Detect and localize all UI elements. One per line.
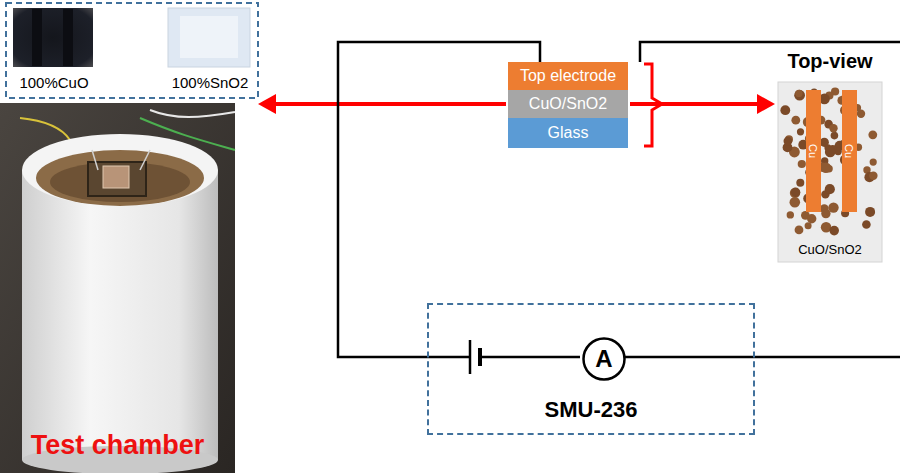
particle xyxy=(791,188,800,197)
particle xyxy=(794,90,805,101)
node-label: Cu xyxy=(808,144,820,158)
node-label: Glass xyxy=(548,124,589,142)
chamber-inside xyxy=(36,150,204,206)
particle xyxy=(791,116,800,125)
wire xyxy=(480,356,580,359)
particle xyxy=(865,207,875,217)
particle xyxy=(796,179,804,187)
cuo-photo xyxy=(13,8,93,67)
top-view-image xyxy=(778,82,882,262)
electrode-strip: Cu xyxy=(842,90,857,212)
particle xyxy=(820,138,829,147)
wire xyxy=(427,356,470,359)
pointer-arrow xyxy=(258,94,506,114)
particle xyxy=(869,172,877,180)
cuo-band xyxy=(63,9,73,66)
particle xyxy=(825,147,836,158)
particle xyxy=(790,188,800,198)
chamber-rim xyxy=(22,134,218,206)
arrowhead xyxy=(258,94,276,114)
node-label: Top electrode xyxy=(520,67,616,85)
particle xyxy=(870,159,877,166)
instrument-box: SMU-236 A xyxy=(427,303,755,435)
particle xyxy=(795,90,802,97)
particle xyxy=(797,128,804,135)
particle xyxy=(795,226,804,235)
particle xyxy=(821,162,832,173)
top-view-panel: Top-viewCuO/SnO2 Cu Cu xyxy=(775,48,885,264)
cable xyxy=(20,118,70,140)
particle xyxy=(857,110,865,118)
sample-chip xyxy=(103,166,129,188)
particle xyxy=(829,124,837,132)
chamber-body xyxy=(22,170,218,460)
connector-line xyxy=(630,102,761,106)
node-label: SMU-236 xyxy=(545,397,638,423)
chamber-photo xyxy=(0,103,235,473)
particle xyxy=(807,214,816,223)
node-label: CuO/SnO2 xyxy=(529,95,607,113)
sample-photo: 100%SnO2 xyxy=(164,8,256,108)
cable xyxy=(150,110,235,117)
sno2-highlight xyxy=(180,16,238,58)
particle xyxy=(790,197,801,208)
particle xyxy=(862,220,871,229)
particle xyxy=(787,211,794,218)
chamber-inside-dark xyxy=(50,162,190,202)
chamber-photo: Test chamber xyxy=(0,103,235,473)
particle xyxy=(784,137,793,146)
particle xyxy=(829,226,839,236)
node-label: Cu xyxy=(844,144,856,158)
particle xyxy=(831,132,839,140)
node-label: 100%CuO xyxy=(19,74,88,91)
battery-plate xyxy=(469,340,472,374)
cuo-band xyxy=(32,9,42,66)
node-label: Top-view xyxy=(787,50,872,73)
probe-wire xyxy=(92,150,98,170)
particle xyxy=(868,130,877,139)
particles xyxy=(780,87,877,235)
node-label: Test chamber xyxy=(31,430,205,461)
sno2-photo xyxy=(168,8,250,67)
particle xyxy=(780,105,790,115)
photo-frame xyxy=(6,3,258,98)
layer-band: Glass xyxy=(508,118,628,148)
pointer-arrow xyxy=(630,94,775,114)
particle xyxy=(798,160,806,168)
particle xyxy=(825,184,835,194)
particle xyxy=(828,202,838,212)
electrode-strip: Cu xyxy=(806,90,821,212)
connector-line xyxy=(272,102,506,106)
layer-band: Top electrode xyxy=(508,62,628,90)
node-caption: CuO/SnO2 xyxy=(796,242,864,257)
wire xyxy=(624,356,900,359)
arrowhead xyxy=(757,94,775,114)
ammeter-circle: A xyxy=(582,337,626,381)
layer-band: CuO/SnO2 xyxy=(508,90,628,118)
node-label: A xyxy=(595,345,612,373)
ammeter-ring xyxy=(584,339,625,380)
node-label: 100%SnO2 xyxy=(172,74,249,91)
sample-photo: 100%CuO xyxy=(13,8,95,94)
probe-wire xyxy=(140,150,150,170)
